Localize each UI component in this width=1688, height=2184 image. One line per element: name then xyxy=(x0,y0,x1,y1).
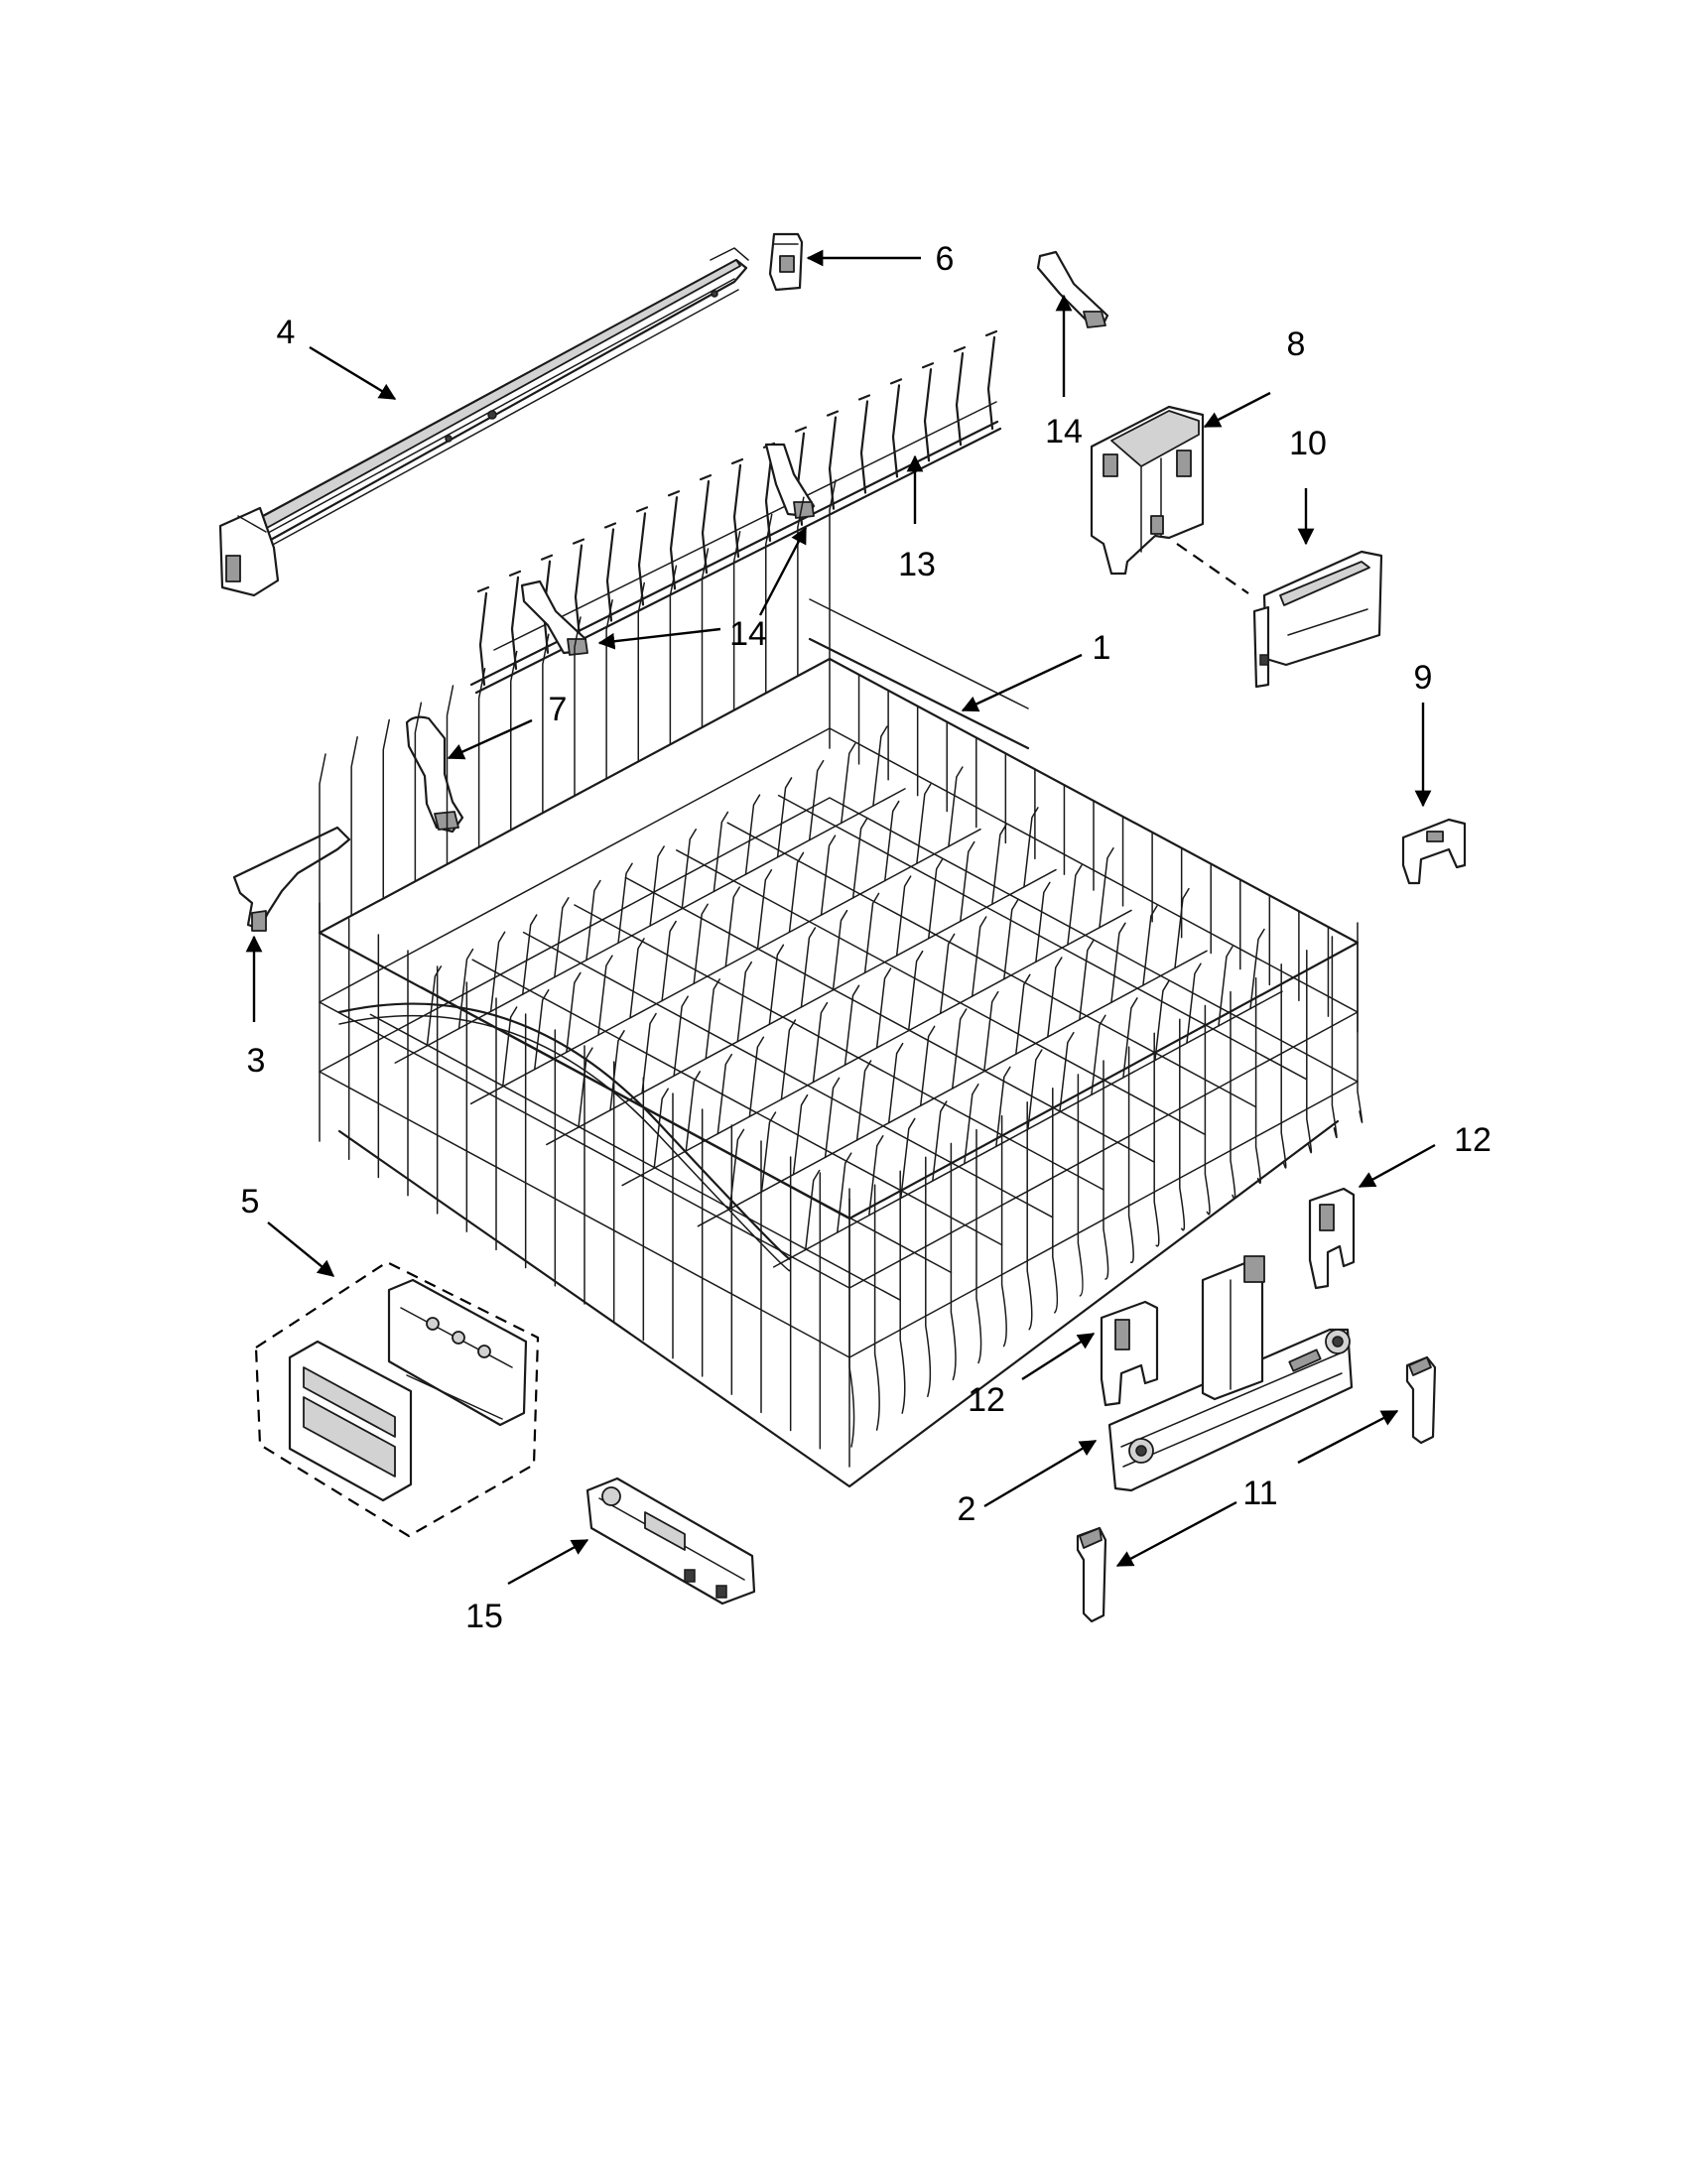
callout-7: 7 xyxy=(549,691,568,728)
leader-lines xyxy=(245,249,1436,1586)
callout-15: 15 xyxy=(465,1598,503,1635)
part-3-latch xyxy=(232,826,351,932)
part-9-clip xyxy=(1401,818,1467,885)
part-12-clip-left xyxy=(1100,1300,1159,1407)
callout-12-left: 12 xyxy=(968,1381,1005,1419)
part-7-clip xyxy=(405,715,464,834)
part-11-clip-left xyxy=(1076,1526,1107,1623)
part-8-adjuster-bracket xyxy=(1090,405,1205,576)
callout-labels: 1 2 3 4 5 6 7 8 9 10 11 12 12 13 14 14 1… xyxy=(241,240,1492,1635)
callout-14-low: 14 xyxy=(729,615,767,653)
part-6-clip xyxy=(768,232,804,292)
part-14-clip-mid xyxy=(764,443,816,519)
callout-1: 1 xyxy=(1093,629,1111,667)
part-2-rack-adjuster xyxy=(1107,1255,1354,1492)
callout-9: 9 xyxy=(1414,659,1433,697)
part-11-clip-right xyxy=(1405,1355,1437,1445)
part-5-handle-kit xyxy=(254,1260,540,1538)
part-14-clip-low xyxy=(520,579,588,656)
callout-5: 5 xyxy=(241,1183,260,1220)
part-1-upper-rack xyxy=(318,479,1363,1488)
part-14-clip-upper xyxy=(1036,250,1109,328)
callout-12-right: 12 xyxy=(1454,1121,1492,1159)
callout-10: 10 xyxy=(1289,425,1327,462)
callout-11: 11 xyxy=(1242,1475,1277,1512)
callout-3: 3 xyxy=(247,1042,266,1080)
callout-6: 6 xyxy=(936,240,955,278)
callout-13: 13 xyxy=(898,546,936,583)
part-15-bracket xyxy=(585,1477,756,1606)
connector-8-10 xyxy=(1176,543,1249,594)
callout-14-upper: 14 xyxy=(1045,413,1083,450)
callout-2: 2 xyxy=(958,1490,976,1528)
part-4-rack-rail xyxy=(218,247,749,597)
callout-8: 8 xyxy=(1287,325,1306,363)
callout-4: 4 xyxy=(277,314,296,351)
part-10-cover xyxy=(1252,550,1383,689)
part-12-clip-right xyxy=(1308,1187,1356,1290)
